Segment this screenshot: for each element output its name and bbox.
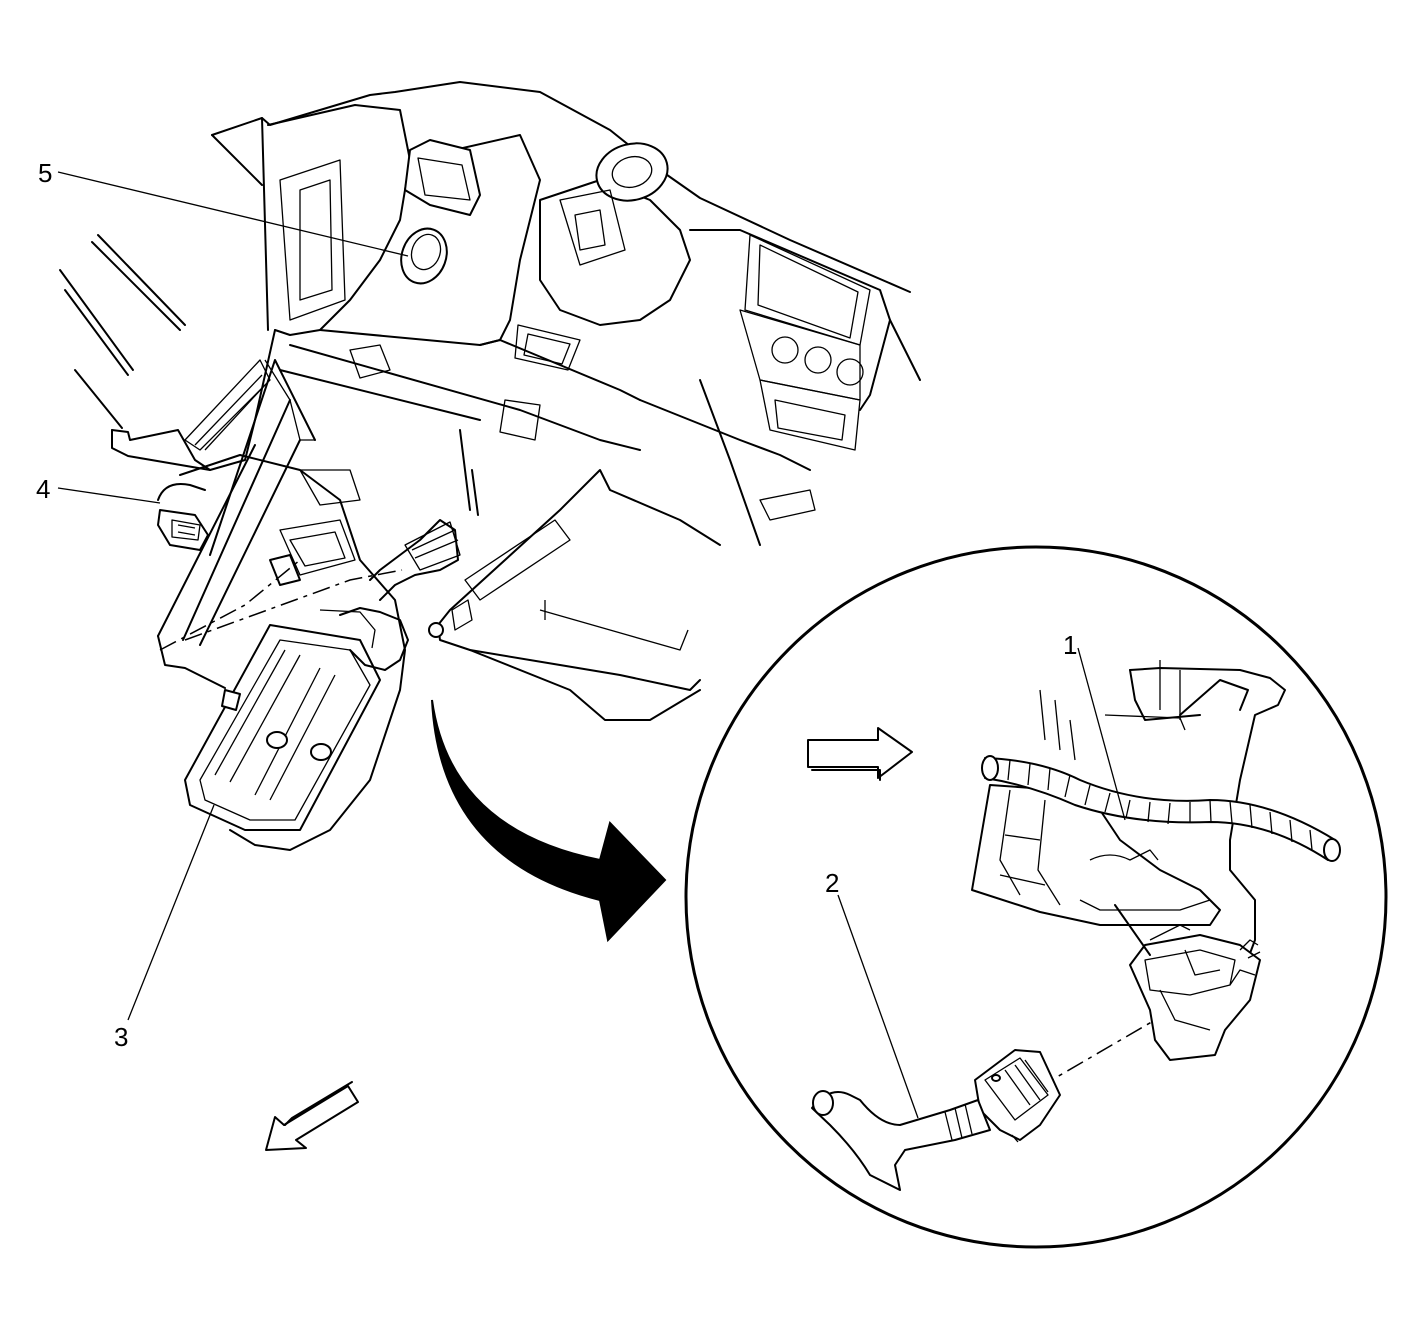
- module-part-3: [184, 519, 461, 831]
- leader-3: [127, 804, 215, 1021]
- view-direction-arrow-icon: [807, 727, 913, 779]
- leader-2: [837, 894, 919, 1119]
- callout-2: 2: [825, 868, 840, 898]
- connector-part-4: [157, 483, 209, 551]
- callout-3: 3: [114, 1022, 129, 1052]
- callout-4: 4: [36, 474, 51, 504]
- left-trim-panels: [59, 234, 406, 851]
- detail-view-circle: [684, 545, 1388, 1249]
- lower-bracket: [428, 429, 721, 721]
- view-transfer-arrow: [431, 699, 667, 943]
- callout-1: 1: [1063, 630, 1078, 660]
- instrument-panel: [211, 81, 921, 546]
- install-leader-lines: [157, 359, 403, 689]
- leader-5: [57, 171, 409, 257]
- callout-leader-lines: [57, 171, 1126, 1119]
- leader-1: [1077, 647, 1126, 821]
- forward-arrow-icon: [265, 1085, 359, 1151]
- headlamp-switch-shape: [400, 227, 448, 285]
- callout-5: 5: [38, 158, 53, 188]
- leader-4: [57, 487, 161, 504]
